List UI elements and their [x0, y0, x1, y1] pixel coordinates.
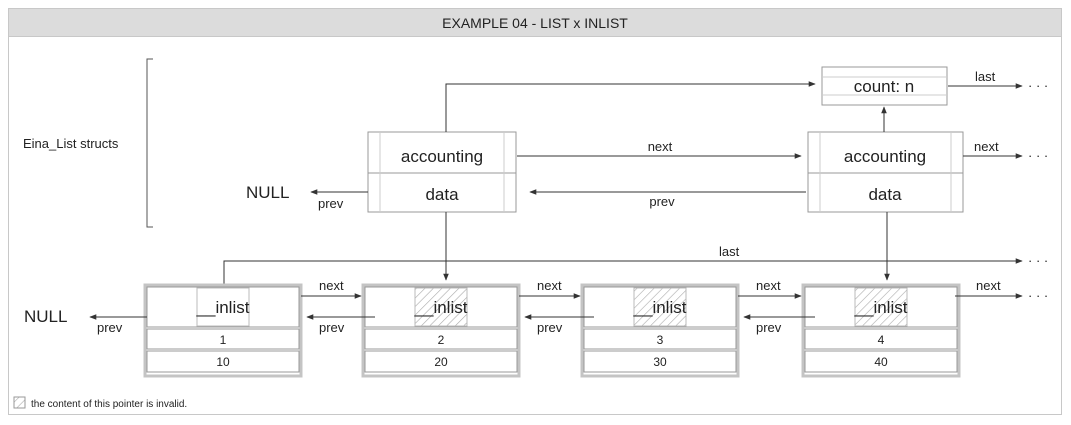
- accounting-to-count-arrow: [445, 81, 816, 132]
- inlist-node-1: __inlist 1 10: [143, 283, 303, 378]
- data-label: data: [868, 185, 902, 204]
- last-label: last: [975, 69, 996, 84]
- node-value: 40: [874, 355, 888, 369]
- prev-label: prev: [97, 320, 123, 335]
- prev-label: prev: [318, 196, 344, 211]
- inlist-label: __inlist: [196, 298, 250, 317]
- ellipsis: · · ·: [1028, 253, 1048, 268]
- node-index: 3: [657, 333, 664, 347]
- invalid-pointer-cell: [854, 287, 908, 327]
- inlist-last-arrow: [223, 258, 1023, 288]
- last-label: last: [719, 244, 740, 259]
- ellipsis: · · ·: [1028, 148, 1048, 163]
- inlist-label: __inlist: [854, 298, 908, 317]
- inlist-node-4: __inlist 4 40: [801, 283, 961, 378]
- prev-label: prev: [756, 320, 782, 335]
- next-label: next: [974, 139, 999, 154]
- invalid-pointer-legend-swatch: [13, 396, 26, 409]
- inlist-node-3: __inlist 3 30: [580, 283, 740, 378]
- node-value: 10: [216, 355, 230, 369]
- group-label: Eina_List structs: [23, 136, 119, 151]
- invalid-pointer-cell: [633, 287, 687, 327]
- node-index: 2: [438, 333, 445, 347]
- list-struct-2: accounting data: [807, 131, 964, 213]
- next-label: next: [756, 278, 781, 293]
- group-bracket: [146, 58, 153, 228]
- node-index: 1: [220, 333, 227, 347]
- accounting-label: accounting: [844, 147, 926, 166]
- diagram-title: EXAMPLE 04 - LIST x INLIST: [9, 9, 1061, 37]
- prev-label: prev: [319, 320, 345, 335]
- prev-label: prev: [537, 320, 563, 335]
- next-label: next: [319, 278, 344, 293]
- ellipsis: · · ·: [1028, 78, 1048, 93]
- count-box: count: n: [821, 66, 948, 106]
- count-label: count: n: [854, 77, 915, 96]
- null-label: NULL: [24, 307, 67, 326]
- null-label: NULL: [246, 183, 289, 202]
- inlist-label: __inlist: [633, 298, 687, 317]
- next-label: next: [537, 278, 562, 293]
- list-struct-1: accounting data: [367, 131, 517, 213]
- accounting-label: accounting: [401, 147, 483, 166]
- invalid-pointer-cell: [414, 287, 468, 327]
- next-label: next: [648, 139, 673, 154]
- data-label: data: [425, 185, 459, 204]
- inlist-label: __inlist: [414, 298, 468, 317]
- node-index: 4: [878, 333, 885, 347]
- legend-text: the content of this pointer is invalid.: [31, 399, 187, 410]
- prev-label: prev: [649, 194, 675, 209]
- next-label: next: [976, 278, 1001, 293]
- ellipsis: · · ·: [1028, 288, 1048, 303]
- node-value: 20: [434, 355, 448, 369]
- pointer-cell: [196, 287, 250, 327]
- node-value: 30: [653, 355, 667, 369]
- inlist-node-2: __inlist 2 20: [361, 283, 521, 378]
